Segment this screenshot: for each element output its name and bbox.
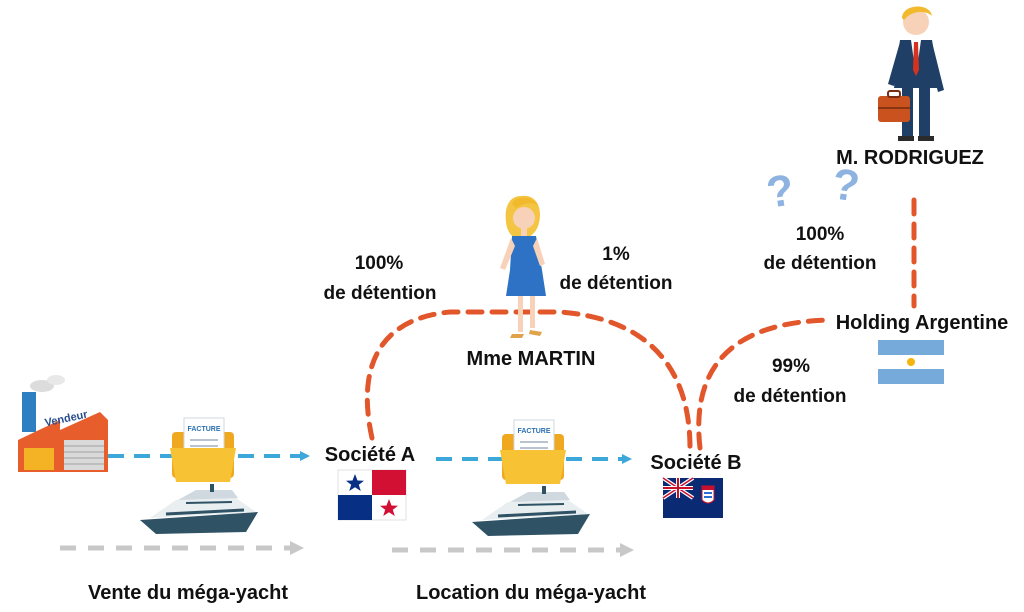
company-b-label: Société B [650, 452, 742, 474]
invoice-arrows [108, 451, 632, 464]
invoice-folder-icon [170, 417, 236, 482]
sale-flow-label: Vente du méga-yacht [87, 582, 289, 604]
panama-flag-icon [337, 469, 407, 521]
businessman-figure-icon [878, 6, 944, 141]
ownership-holding-percent: 100% [795, 224, 845, 245]
invoice-folder-icon [500, 419, 566, 484]
ownership-martin-percent: 1% [602, 244, 630, 265]
mme-martin-label: Mme MARTIN [466, 348, 596, 370]
ownership-line-holding-b [696, 317, 833, 451]
cayman-flag-icon [661, 476, 723, 518]
ownership-holding-b-text: de détention [733, 386, 847, 407]
yacht-icon [472, 486, 590, 536]
m-rodriguez-label: M. RODRIGUEZ [836, 147, 984, 169]
invoice-label-2: FACTURE [517, 428, 550, 435]
ownership-lines [364, 197, 917, 451]
woman-figure-icon [500, 195, 546, 338]
ownership-line-martin-a-b [364, 309, 693, 451]
question-mark-icon: ? [763, 165, 796, 217]
invoice-label-1: FACTURE [187, 426, 220, 433]
ownership-martin-text: de détention [559, 273, 673, 294]
ownership-holding-text: de détention [763, 253, 877, 274]
yacht-icon [140, 484, 258, 534]
ownership-a-percent: 100% [354, 253, 404, 274]
factory-icon [18, 375, 108, 472]
holding-argentine-label: Holding Argentine [835, 312, 1009, 334]
company-a-label: Société A [324, 444, 416, 466]
argentina-flag-icon [878, 340, 944, 384]
rental-flow-label: Location du méga-yacht [415, 582, 647, 604]
ownership-a-text: de détention [323, 283, 437, 304]
yacht-arrows [60, 541, 634, 557]
ownership-holding-b-percent: 99% [771, 356, 811, 377]
